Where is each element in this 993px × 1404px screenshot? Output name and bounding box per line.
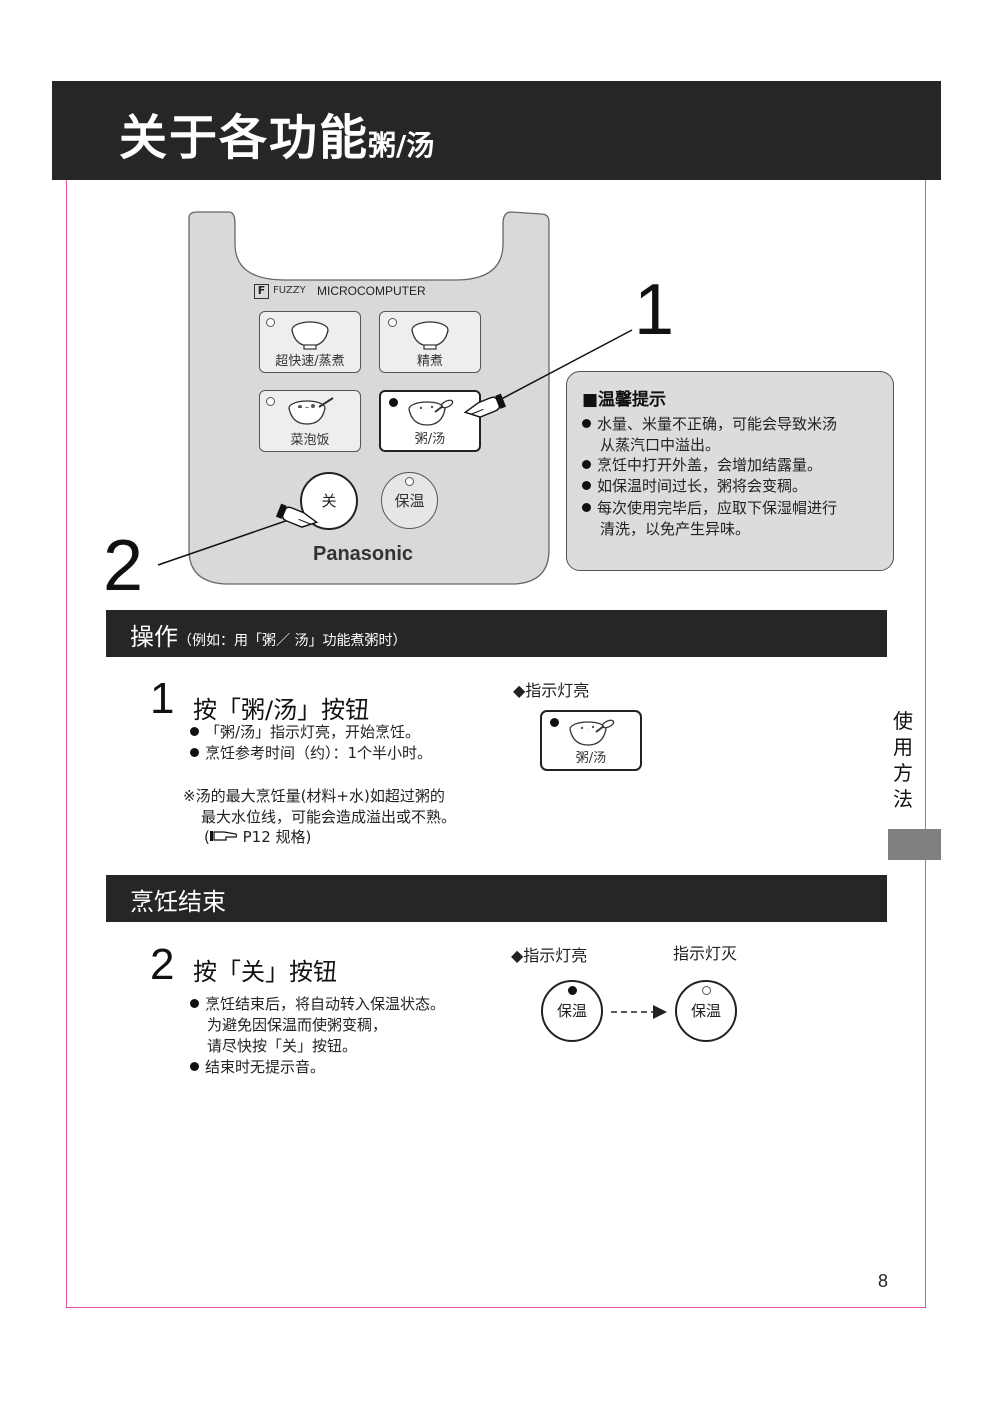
indicator-example-label: 粥/汤 [575, 751, 607, 766]
side-tab-char: 用 [893, 735, 913, 759]
bullet-icon [190, 727, 199, 736]
arrow-right-icon [611, 1005, 667, 1019]
fine-cook-label: 精煮 [416, 354, 443, 369]
callout-number-1: 1 [634, 270, 675, 350]
porridge-soup-indicator [389, 398, 398, 407]
side-tab-char: 使 [893, 709, 913, 733]
porridge-bowl-icon [408, 399, 454, 426]
step-1-note: ※汤的最大烹饪量(材料+水)如超过粥的 [183, 787, 445, 805]
keep-warm-indicator [405, 477, 414, 486]
step-1-note: 最大水位线，可能会造成溢出或不熟。 [201, 808, 457, 826]
page-subtitle: 粥/汤 [368, 129, 435, 162]
bullet-icon [190, 748, 199, 757]
indicator-off-icon [702, 986, 711, 995]
bullet-icon [190, 1062, 199, 1071]
fuzzy-logo-letter: F [257, 284, 266, 297]
keep-warm-lit-example: 保温 [541, 980, 603, 1042]
tip-item-continued: 清洗，以免产生异味。 [600, 520, 751, 538]
panasonic-logo: Panasonic [313, 543, 414, 565]
side-tab-char: 方 [893, 761, 913, 785]
page-number: 8 [878, 1271, 889, 1291]
soup-bowl-icon [288, 397, 334, 425]
section-operation-heading: 操作（例如：用「粥／ 汤」功能煮粥时） [130, 623, 407, 651]
step-1-note-reference: ( P12 规格) [204, 828, 312, 846]
off-button-label: 关 [321, 492, 337, 510]
quick-cook-indicator [266, 318, 275, 327]
bullet-icon [582, 481, 591, 490]
step-2-number: 2 [150, 940, 175, 989]
tip-item: 每次使用完毕后，应取下保湿帽进行 [582, 498, 837, 519]
step-2-indicator-on-label: ◆指示灯亮 [511, 946, 588, 965]
step-1-indicator-label: ◆指示灯亮 [513, 681, 590, 700]
side-tab-usage: 使 用 方 法 [893, 708, 913, 812]
microcomputer-label: MICROCOMPUTER [317, 284, 426, 298]
pointing-hand-icon [463, 393, 507, 418]
tip-item: 烹饪中打开外盖，会增加结露量。 [582, 455, 822, 476]
vegetable-rice-button[interactable]: 菜泡饭 [259, 390, 361, 452]
vegetable-rice-label: 菜泡饭 [290, 433, 330, 448]
section-finish-bar: 烹饪结束 [106, 875, 887, 922]
step-1-title: 按「粥/汤」按钮 [193, 696, 370, 724]
step-2-bullet: 结束时无提示音。 [190, 1057, 325, 1078]
rice-bowl-icon [291, 321, 329, 350]
bullet-icon [190, 999, 199, 1008]
keep-warm-off-label: 保温 [690, 1002, 721, 1020]
tip-item: 水量、米量不正确，可能会导致米汤 [582, 414, 837, 435]
vegetable-rice-indicator [266, 397, 275, 406]
pointing-finger-icon [209, 831, 237, 841]
fuzzy-logo: F [254, 284, 269, 299]
porridge-soup-label: 粥/汤 [414, 432, 446, 447]
porridge-soup-indicator-example: 粥/汤 [540, 710, 642, 771]
step-2-indicator-off-label: 指示灯灭 [673, 944, 738, 963]
indicator-lit-icon [550, 718, 559, 727]
bullet-icon [582, 503, 591, 512]
callout-number-2: 2 [103, 526, 144, 606]
fuzzy-label: FUZZY [273, 285, 306, 296]
pointing-hand-icon [275, 503, 319, 528]
step-2-title: 按「关」按钮 [193, 958, 337, 986]
bullet-icon [582, 419, 591, 428]
control-panel-illustration [188, 211, 550, 585]
step-1-number: 1 [150, 674, 175, 723]
step-1-bullet: 「粥/汤」指示灯亮，开始烹饪。 [190, 722, 420, 743]
keep-warm-lit-label: 保温 [556, 1002, 587, 1020]
keep-warm-label: 保温 [394, 492, 425, 510]
tips-title: ■温馨提示 [582, 390, 667, 410]
tips-box [566, 371, 894, 571]
quick-cook-button[interactable]: 超快速/蒸煮 [259, 311, 361, 373]
keep-warm-off-example: 保温 [675, 980, 737, 1042]
keep-warm-button[interactable]: 保温 [381, 472, 438, 529]
section-operation-bar: 操作（例如：用「粥／ 汤」功能煮粥时） [106, 610, 887, 657]
section-operation-note: （例如：用「粥／ 汤」功能煮粥时） [178, 633, 407, 649]
page-title: 关于各功能 [119, 110, 370, 166]
step-2-bullet: 烹饪结束后，将自动转入保温状态。 [190, 994, 445, 1015]
callout-lines [157, 329, 633, 566]
tip-item-continued: 从蒸汽口中溢出。 [600, 436, 721, 454]
fine-cook-button[interactable]: 精煮 [379, 311, 481, 373]
rice-bowl-icon [411, 321, 449, 350]
step-2-bullet-continued: 请尽快按「关」按钮。 [207, 1037, 358, 1055]
fine-cook-indicator [388, 318, 397, 327]
bullet-icon [582, 460, 591, 469]
step-2-bullet-continued: 为避免因保温而使粥变稠， [207, 1016, 388, 1034]
tip-item: 如保温时间过长，粥将会变稠。 [582, 476, 807, 497]
side-tab-char: 法 [893, 787, 913, 811]
header-bar [52, 81, 941, 180]
porridge-bowl-icon [569, 719, 615, 746]
quick-cook-label: 超快速/蒸煮 [275, 354, 345, 369]
step-1-bullet: 烹饪参考时间（约）：1个半小时。 [190, 743, 432, 764]
porridge-soup-button[interactable]: 粥/汤 [379, 390, 481, 452]
side-tab-marker [888, 829, 941, 860]
indicator-lit-icon [568, 986, 577, 995]
section-finish-heading: 烹饪结束 [130, 888, 226, 916]
